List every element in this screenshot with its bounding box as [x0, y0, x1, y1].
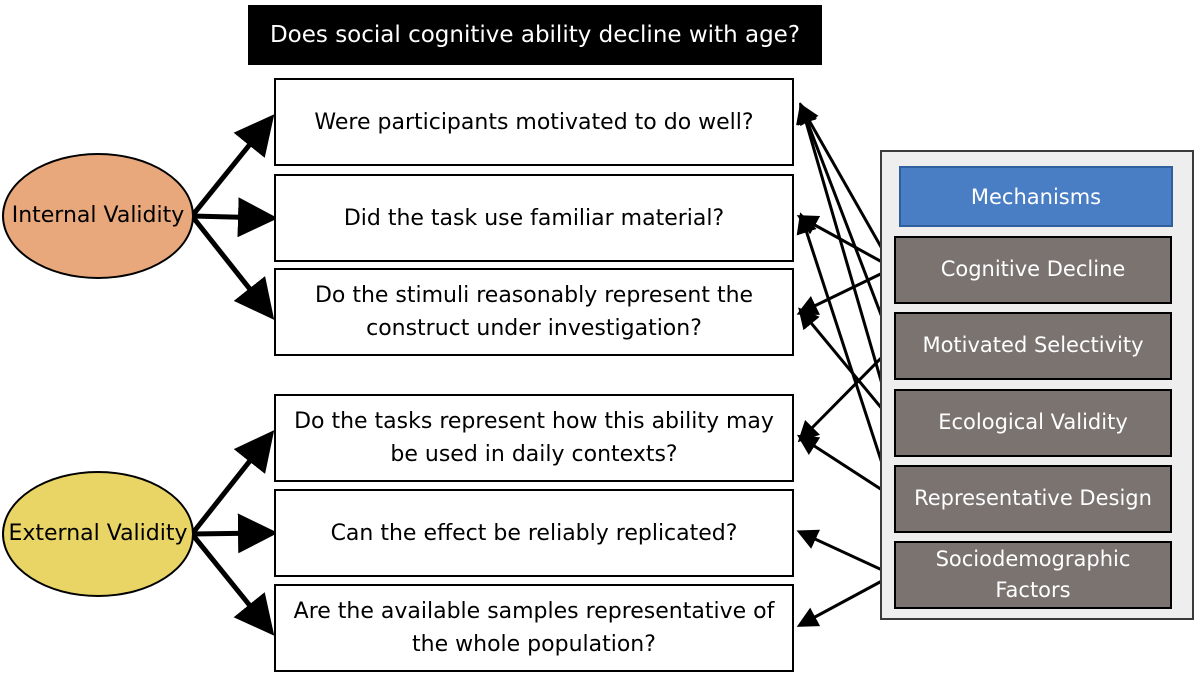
mechanism-arrow: [796, 266, 894, 315]
validity-arrow: [191, 197, 278, 238]
mechanism-arrow: [798, 307, 895, 423]
validity-arrow: [190, 430, 275, 536]
mechanism-arrow: [796, 529, 894, 577]
question-box-daily-contexts: Do the tasks represent how this ability …: [274, 394, 794, 482]
mechanism-motivated-selectivity: Motivated Selectivity: [894, 312, 1172, 380]
mechanism-ecological-validity: Ecological Validity: [894, 389, 1172, 457]
mechanism-arrow: [796, 573, 894, 627]
mechanism-arrow: [796, 102, 895, 423]
validity-arrow: [190, 114, 275, 218]
mechanism-cognitive-decline: Cognitive Decline: [894, 236, 1172, 304]
mechanism-arrow: [796, 212, 895, 498]
mechanisms-header: Mechanisms: [899, 166, 1173, 227]
mechanism-sociodemographic-factors: Sociodemographic Factors: [894, 541, 1172, 609]
external-validity-node: External Validity: [2, 471, 194, 597]
question-box-motivation: Were participants motivated to do well?: [274, 78, 794, 166]
diagram-title: Does social cognitive ability decline wi…: [248, 5, 822, 65]
internal-validity-node: Internal Validity: [2, 153, 194, 279]
question-box-familiar-material: Did the task use familiar material?: [274, 174, 794, 262]
mechanism-arrow: [796, 215, 894, 270]
mechanism-arrow: [796, 434, 894, 499]
question-box-replication: Can the effect be reliably replicated?: [274, 489, 794, 577]
question-box-stimuli-construct: Do the stimuli reasonably represent the …: [274, 268, 794, 356]
mechanism-arrow: [799, 102, 895, 269]
validity-arrow: [190, 214, 275, 320]
validity-arrow: [191, 513, 278, 554]
mechanism-representative-design: Representative Design: [894, 465, 1172, 533]
mechanism-arrow: [797, 102, 895, 347]
mechanism-arrow: [797, 344, 895, 443]
question-box-samples: Are the available samples representative…: [274, 584, 794, 672]
validity-arrow: [190, 532, 275, 636]
mechanism-arrows: [796, 102, 895, 627]
validity-arrows: [190, 114, 278, 636]
